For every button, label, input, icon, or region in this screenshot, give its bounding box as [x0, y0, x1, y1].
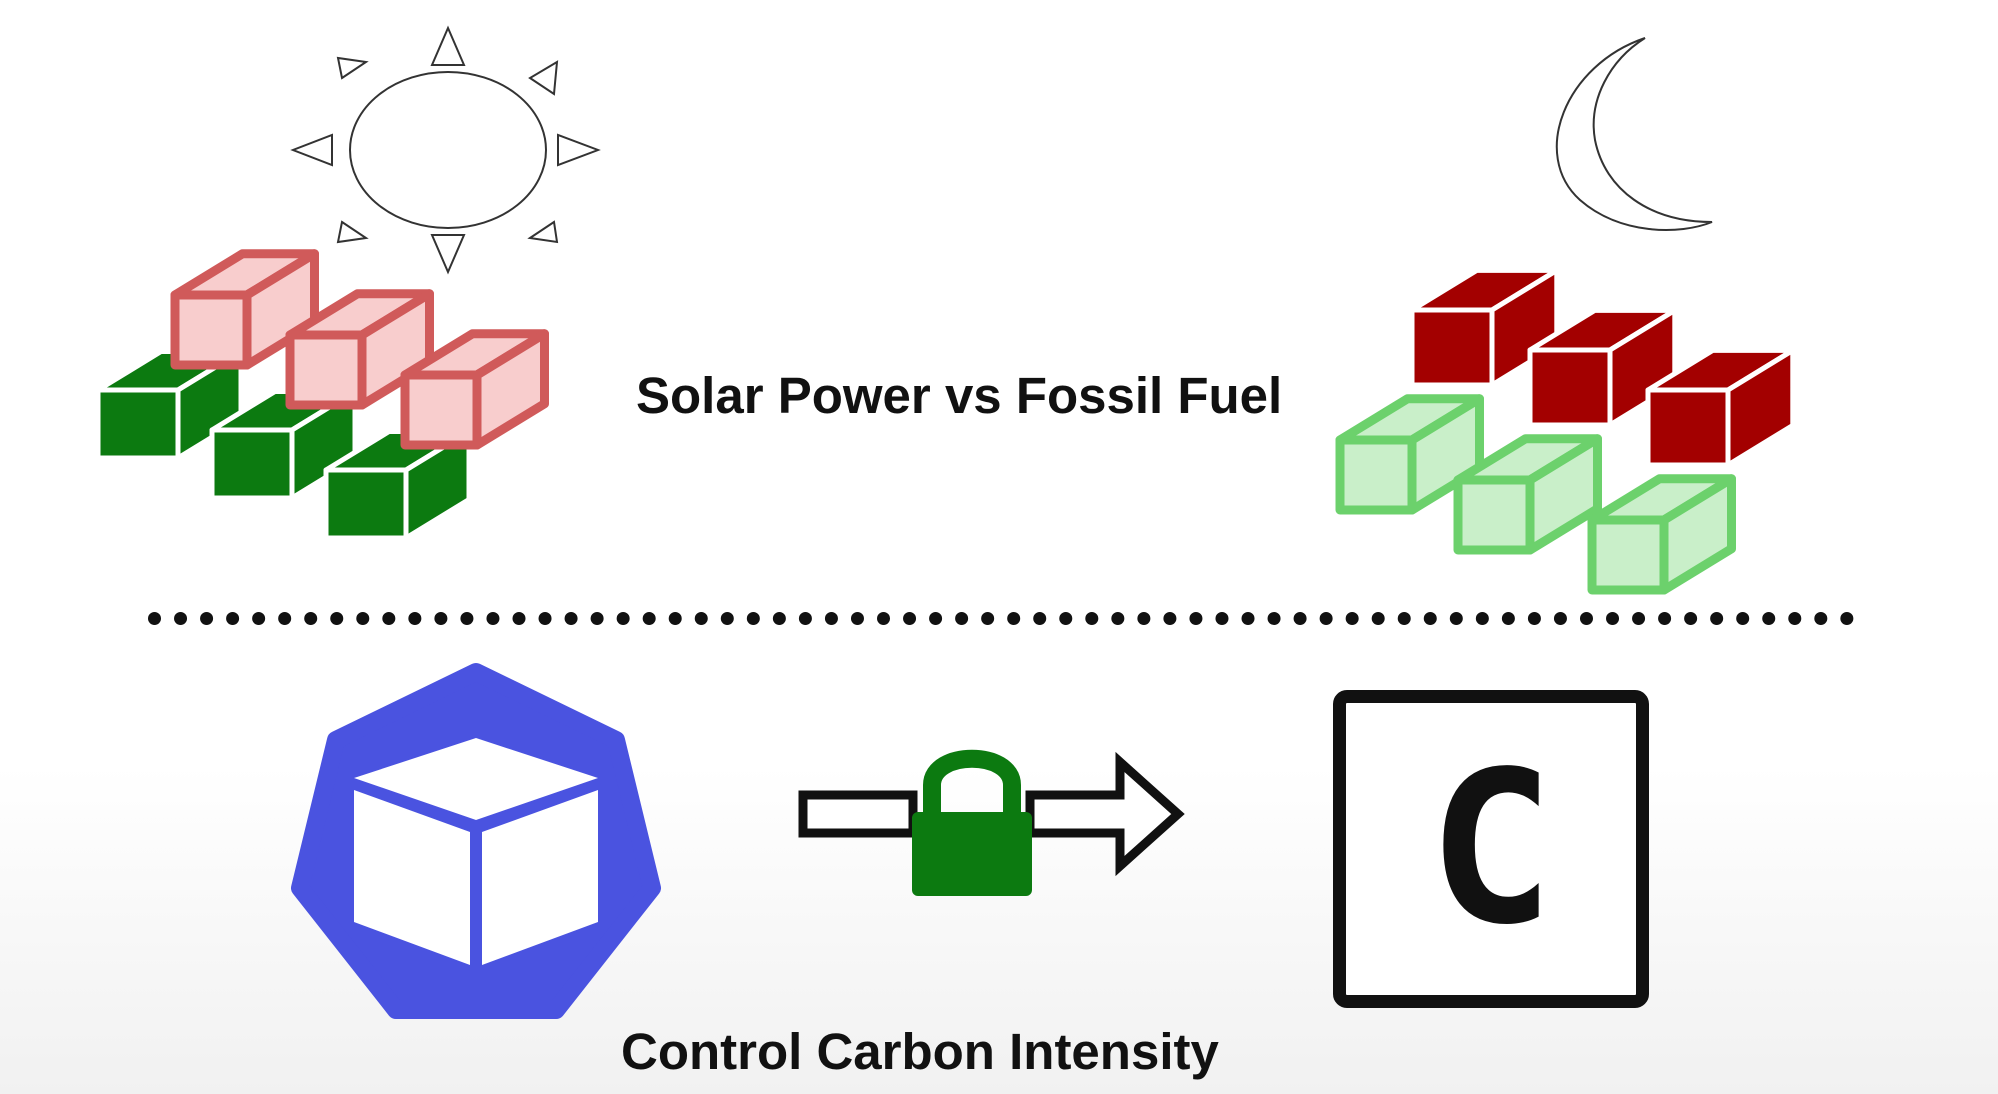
cube-light-green [1335, 394, 1484, 515]
sun-icon [290, 25, 601, 275]
cube-light-red [400, 329, 549, 450]
fossil-cubes-cluster [1335, 267, 1796, 595]
kubernetes-icon [291, 663, 661, 1019]
cube-dark-red [1645, 347, 1796, 468]
carbon-c-box: C [1333, 690, 1649, 1008]
cube-dark-red [1527, 307, 1678, 428]
title-solar-vs-fossil: Solar Power vs Fossil Fuel [636, 367, 1283, 424]
carbon-c-letter: C [1427, 726, 1555, 971]
dotted-divider [148, 612, 1854, 625]
title-control-carbon: Control Carbon Intensity [621, 1023, 1219, 1080]
cube-light-green [1453, 434, 1602, 555]
right-arrow-icon [798, 751, 1185, 877]
solar-cubes-cluster [95, 249, 549, 541]
padlock-icon [912, 749, 1032, 896]
cube-light-green [1587, 474, 1736, 595]
cube-dark-red [1409, 267, 1560, 388]
moon-icon [1555, 37, 1713, 231]
cube-light-red [285, 289, 434, 410]
cube-light-red [170, 249, 319, 370]
